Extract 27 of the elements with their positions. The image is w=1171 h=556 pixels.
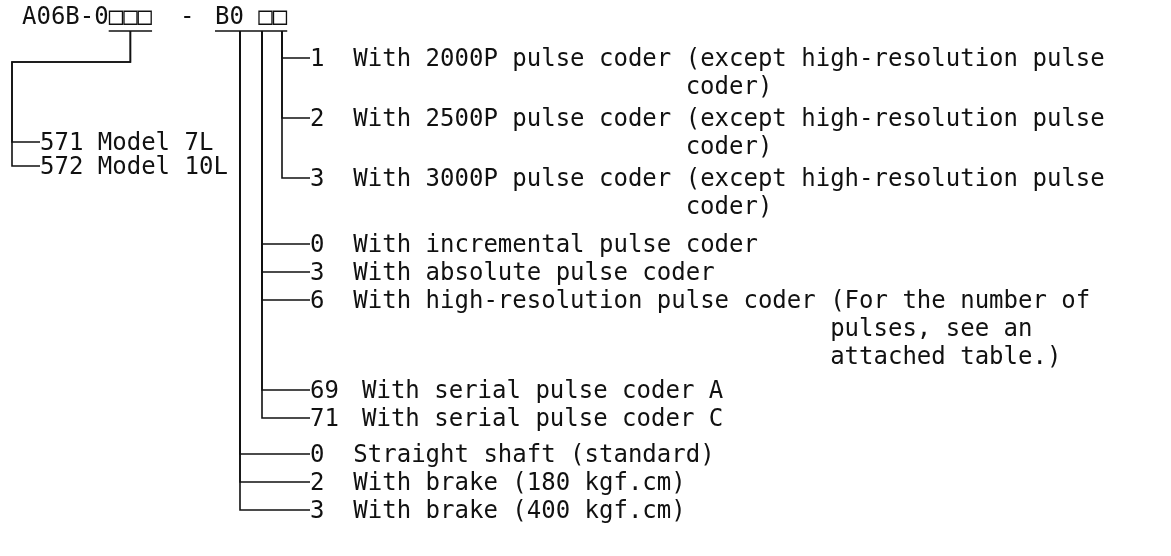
option-description: With 3000P pulse coder (except high-resolution pulse coder) — [353, 164, 1105, 220]
option-description: With high-resolution pulse coder (For the number of pulses, see an attached table.) — [353, 286, 1091, 370]
option-code: 69 — [310, 376, 340, 404]
option-description: With brake (400 kgf.cm) — [353, 496, 686, 524]
option-code: 1 — [310, 44, 326, 72]
option-code: 3 — [310, 258, 326, 286]
part-number-code: A06B-0□□□ — [22, 2, 153, 30]
option-description: With incremental pulse coder — [353, 230, 758, 258]
option-code: 2 — [310, 104, 326, 132]
separator-dash: - — [180, 2, 195, 30]
option-code: 2 — [310, 468, 326, 496]
option-description: With brake (180 kgf.cm) — [353, 468, 686, 496]
option-code: 6 — [310, 286, 326, 314]
option-description: With 2500P pulse coder (except high-resolution pulse coder) — [353, 104, 1105, 160]
leader-line — [281, 30, 311, 179]
leader-line — [11, 30, 132, 167]
option-code: 71 — [310, 404, 340, 432]
option-code: 3 — [310, 496, 326, 524]
option-description: With serial pulse coder A — [362, 376, 724, 404]
option-description: With absolute pulse coder — [353, 258, 715, 286]
option-description: With serial pulse coder C — [362, 404, 724, 432]
option-code: 0 — [310, 440, 326, 468]
option-description: With 2000P pulse coder (except high-resolution pulse coder) — [353, 44, 1105, 100]
option-description: Straight shaft (standard) — [353, 440, 715, 468]
part-number-code: B0 □□ — [215, 2, 288, 30]
option-code: 3 — [310, 164, 326, 192]
option-code: 0 — [310, 230, 326, 258]
